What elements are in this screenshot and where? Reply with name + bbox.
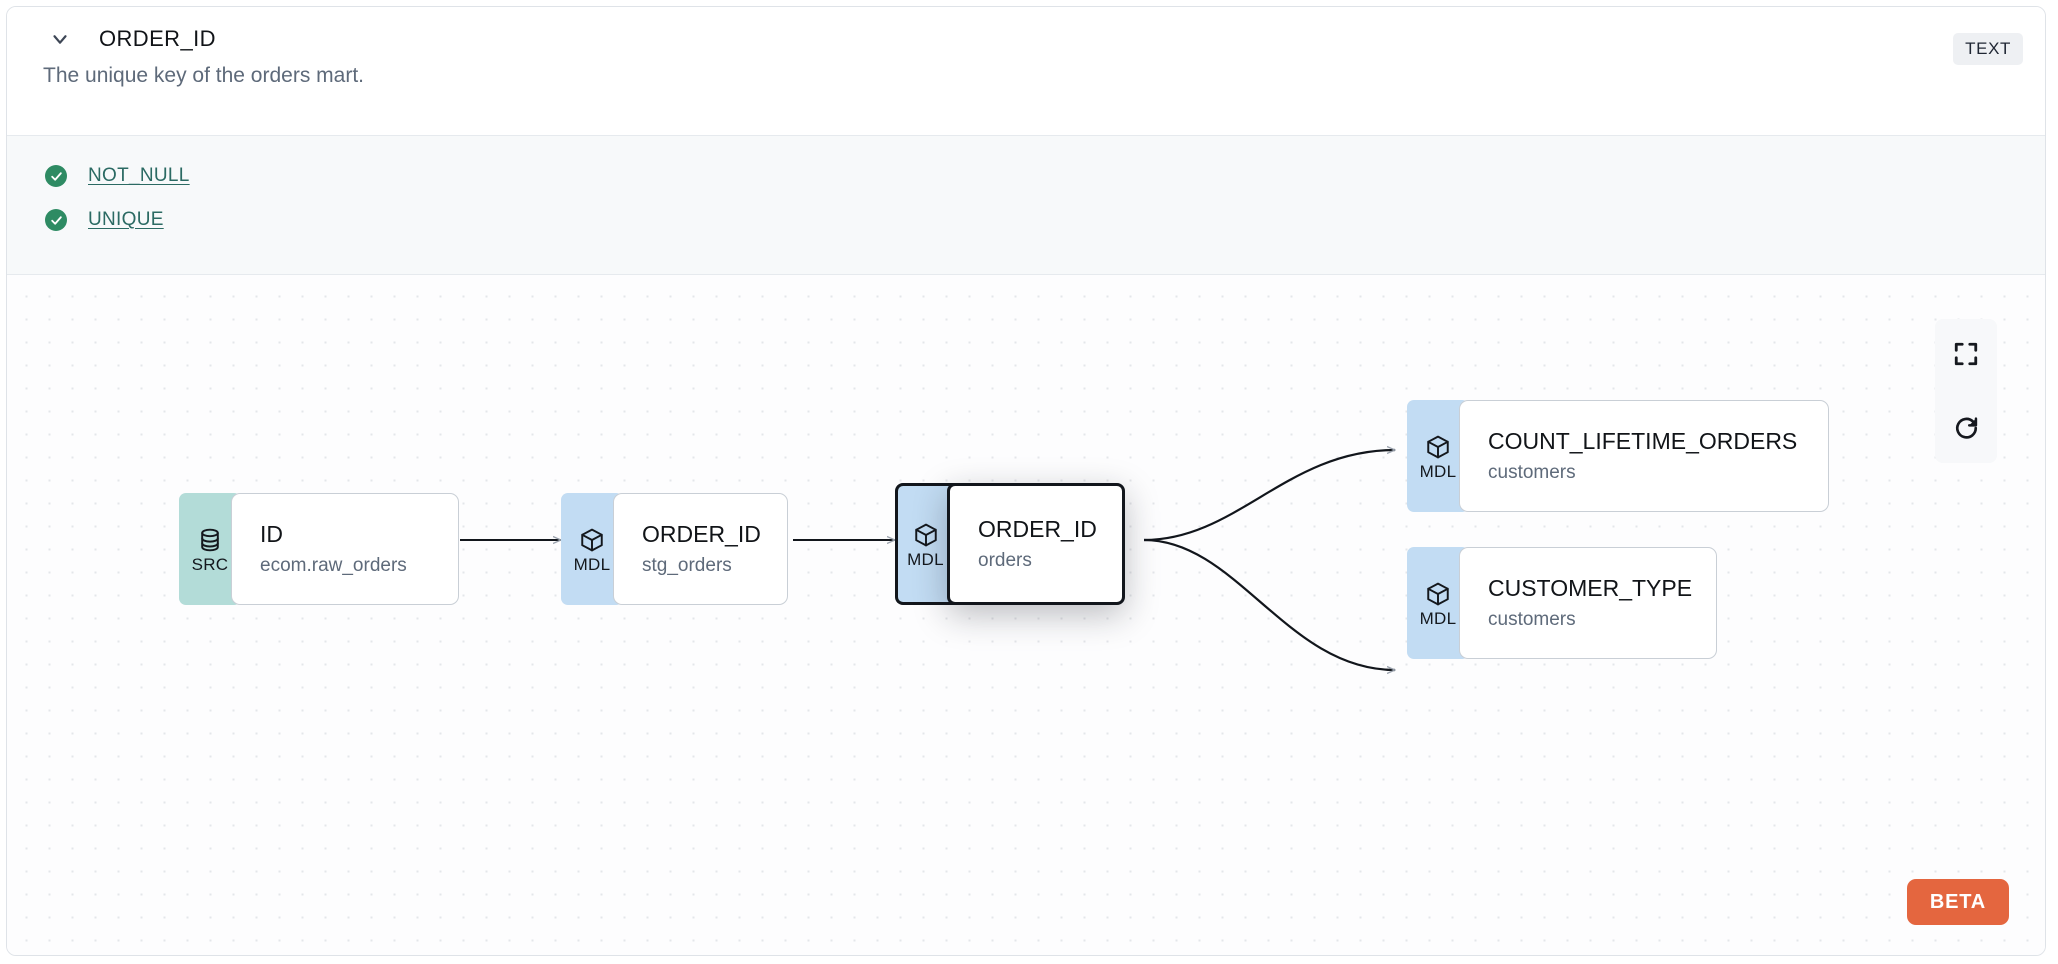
page-title: ORDER_ID xyxy=(99,26,216,51)
node-body: ORDER_ID orders xyxy=(947,483,1125,605)
node-body: CUSTOMER_TYPE customers xyxy=(1459,547,1717,659)
fit-view-button[interactable] xyxy=(1935,319,1997,389)
node-badge-src: SRC xyxy=(179,493,241,605)
node-badge-label: MDL xyxy=(573,554,611,574)
edge-orders-to-customer-type xyxy=(1143,538,1395,670)
node-subtitle: orders xyxy=(978,549,1032,571)
node-subtitle: customers xyxy=(1488,608,1576,630)
node-badge-label: MDL xyxy=(1419,608,1457,628)
test-row: UNIQUE xyxy=(7,198,2045,242)
refresh-button[interactable] xyxy=(1935,393,1997,463)
node-name: ORDER_ID xyxy=(978,516,1097,543)
column-type-badge: TEXT xyxy=(1953,33,2023,65)
test-link-unique[interactable]: UNIQUE xyxy=(88,209,164,230)
chevron-down-icon[interactable] xyxy=(47,26,73,52)
column-header-row: ORDER_ID xyxy=(7,7,2045,51)
node-name: ORDER_ID xyxy=(642,521,761,548)
node-subtitle: ecom.raw_orders xyxy=(260,554,407,576)
lineage-node-customer-type[interactable]: MDL CUSTOMER_TYPE customers xyxy=(1407,547,1717,659)
node-name: ID xyxy=(260,521,283,548)
column-description: The unique key of the orders mart. xyxy=(43,64,364,87)
test-row: NOT_NULL xyxy=(7,154,2045,198)
node-badge-mdl: MDL xyxy=(561,493,623,605)
node-subtitle: stg_orders xyxy=(642,554,732,576)
node-subtitle: customers xyxy=(1488,461,1576,483)
node-name: CUSTOMER_TYPE xyxy=(1488,575,1693,602)
lineage-node-count-lifetime-orders[interactable]: MDL COUNT_LIFETIME_ORDERS customers xyxy=(1407,400,1829,512)
canvas-controls xyxy=(1935,319,1997,463)
tests-section: NOT_NULL UNIQUE xyxy=(7,135,2045,275)
lineage-node-stg-orders[interactable]: MDL ORDER_ID stg_orders xyxy=(561,493,788,605)
refresh-icon xyxy=(1955,416,1977,439)
lineage-node-src-id[interactable]: SRC ID ecom.raw_orders xyxy=(179,493,459,605)
test-link-not-null[interactable]: NOT_NULL xyxy=(88,165,190,186)
check-circle-icon xyxy=(45,165,67,187)
column-header: ORDER_ID TEXT The unique key of the orde… xyxy=(7,7,2045,135)
fit-view-icon xyxy=(1954,342,1978,366)
node-badge-mdl: MDL xyxy=(1407,400,1469,512)
beta-badge[interactable]: BETA xyxy=(1906,879,2009,925)
node-body: ID ecom.raw_orders xyxy=(231,493,459,605)
node-body: ORDER_ID stg_orders xyxy=(613,493,788,605)
node-badge-mdl: MDL xyxy=(1407,547,1469,659)
lineage-edges xyxy=(460,275,2045,955)
node-badge-label: MDL xyxy=(907,549,944,569)
edge-orders-to-count xyxy=(1143,450,1395,542)
node-badge-label: MDL xyxy=(1419,461,1457,481)
lineage-canvas[interactable]: SRC ID ecom.raw_orders MDL xyxy=(7,275,2045,955)
column-detail-card: ORDER_ID TEXT The unique key of the orde… xyxy=(6,6,2046,956)
node-name: COUNT_LIFETIME_ORDERS xyxy=(1488,428,1798,455)
node-body: COUNT_LIFETIME_ORDERS customers xyxy=(1459,400,1829,512)
node-badge-mdl: MDL xyxy=(895,483,957,605)
node-badge-label: SRC xyxy=(191,554,229,574)
lineage-node-orders-focused[interactable]: MDL ORDER_ID orders xyxy=(895,483,1125,605)
check-circle-icon xyxy=(45,209,67,231)
